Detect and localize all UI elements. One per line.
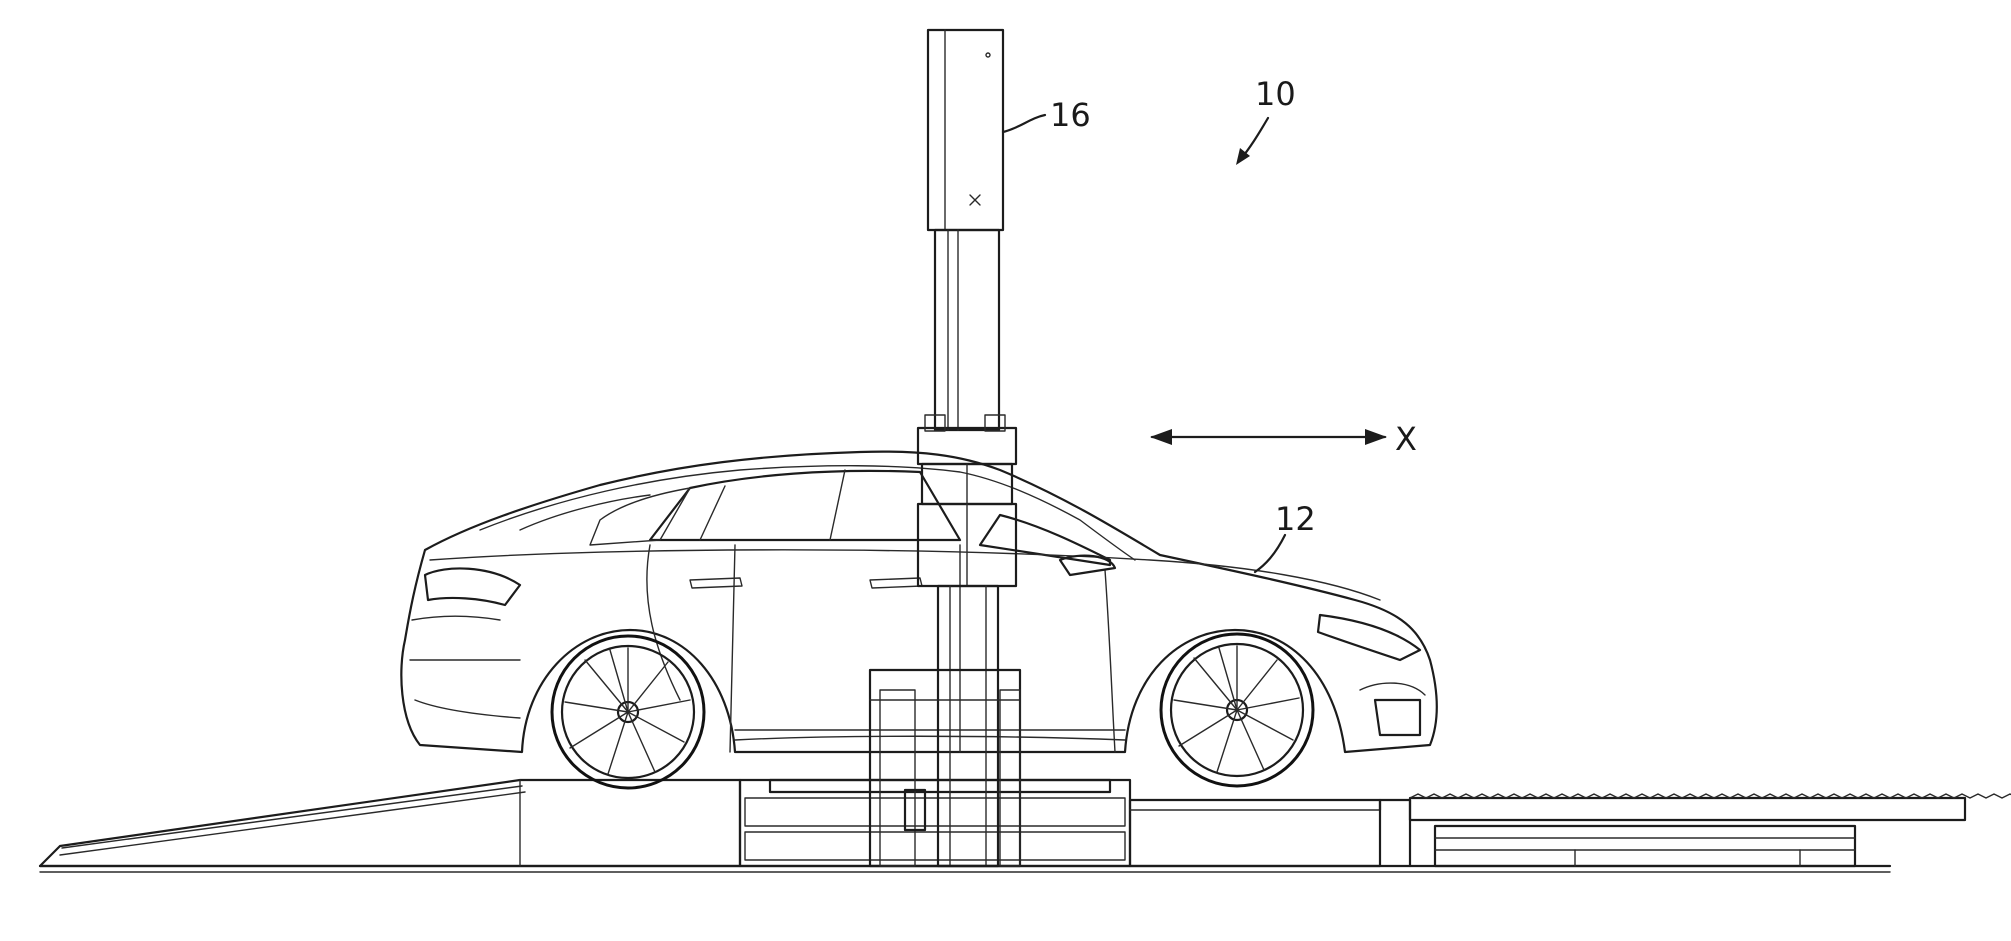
label-10: 10: [1255, 75, 1296, 113]
front-wheel: [1159, 632, 1315, 788]
x-axis-arrow: [1150, 429, 1387, 445]
leader-line-16: [1001, 113, 1047, 134]
rear-wheel: [550, 634, 706, 790]
service-platform: [738, 778, 1382, 868]
exit-platform: [1378, 793, 2011, 868]
lift-column: [868, 28, 1022, 868]
label-16: 16: [1050, 96, 1091, 134]
leader-arrow-10: [1236, 116, 1270, 165]
label-x-axis: X: [1395, 420, 1417, 458]
leader-line-12: [1253, 533, 1287, 574]
label-12: 12: [1275, 500, 1316, 538]
vehicle-body: [400, 450, 1438, 754]
entry-ramp: [38, 778, 742, 868]
